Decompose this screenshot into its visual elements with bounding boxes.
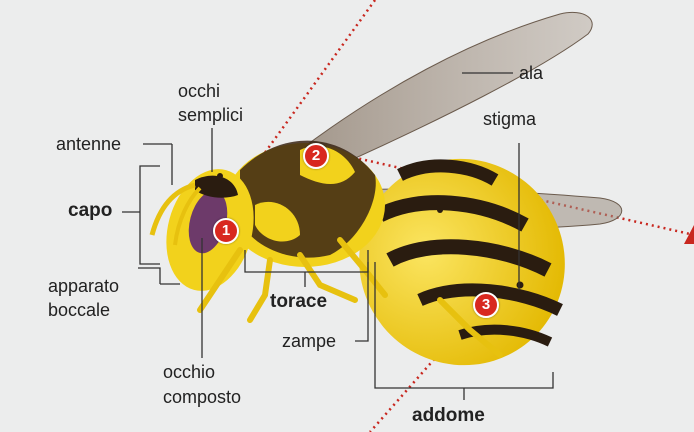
badge-abdomen: 3: [473, 292, 499, 318]
label-semplici: semplici: [178, 104, 243, 126]
label-composto: composto: [163, 386, 241, 408]
label-capo: capo: [68, 200, 112, 222]
label-torace: torace: [270, 291, 327, 313]
label-occhi: occhi: [178, 80, 220, 102]
arrow-head: [684, 225, 694, 244]
label-ala: ala: [519, 62, 543, 84]
badge-thorax: 2: [303, 143, 329, 169]
label-boccale: boccale: [48, 299, 110, 321]
label-occhio: occhio: [163, 361, 215, 383]
label-antenne: antenne: [56, 133, 121, 155]
forewing: [300, 12, 592, 165]
label-addome: addome: [412, 405, 485, 427]
label-stigma: stigma: [483, 108, 536, 130]
badge-head: 1: [213, 218, 239, 244]
label-zampe: zampe: [282, 330, 336, 352]
label-apparato: apparato: [48, 275, 119, 297]
